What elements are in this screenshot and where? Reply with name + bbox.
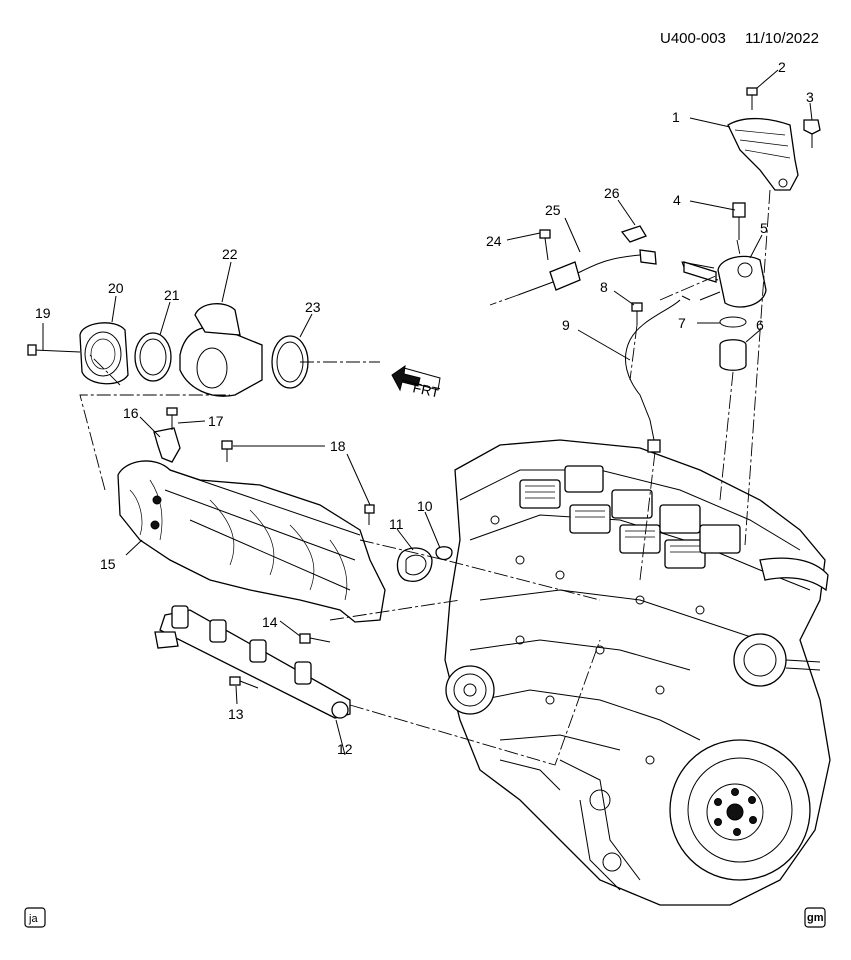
diagram-date: 11/10/2022 [745, 30, 819, 47]
callout-23: 23 [305, 299, 321, 315]
fuel-pump-shield [727, 117, 799, 191]
callout-24: 24 [486, 233, 502, 249]
callout-16: 16 [123, 405, 139, 421]
callout-2: 2 [778, 59, 786, 75]
gasket-11 [396, 547, 433, 582]
clip-26 [620, 225, 647, 243]
bolt-13 [229, 676, 259, 689]
throttle-body [179, 303, 263, 397]
callout-labels: 1 2 3 4 5 6 7 8 9 10 11 12 13 14 15 16 1… [35, 59, 814, 757]
bolt-17 [166, 407, 178, 430]
pump-follower [719, 339, 747, 371]
gm-logo: gm [804, 907, 826, 928]
ignition-coils [519, 465, 741, 569]
seal-10 [435, 546, 453, 561]
fuel-pump [681, 255, 767, 308]
callout-20: 20 [108, 280, 124, 296]
callout-14: 14 [262, 614, 278, 630]
bolt-3 [803, 119, 821, 148]
callout-12: 12 [337, 741, 353, 757]
callout-8: 8 [600, 279, 608, 295]
gasket-21 [134, 332, 172, 382]
callout-4: 4 [673, 192, 681, 208]
leader-lines [42, 69, 813, 756]
callout-5: 5 [760, 220, 768, 236]
ja-badge: ja [24, 907, 46, 928]
fuel-feed-pipe [625, 299, 681, 446]
fuel-rail [154, 605, 351, 719]
throttle-adapter [79, 322, 129, 385]
bolt-2 [746, 87, 758, 110]
diagram-code: U400-003 [660, 30, 726, 47]
crank-pulley [445, 665, 495, 715]
gm-logo-label: gm [807, 912, 824, 924]
pump-o-ring [719, 316, 747, 328]
callout-17: 17 [208, 413, 224, 429]
callout-22: 22 [222, 246, 238, 262]
bolt-14 [299, 633, 331, 644]
callout-15: 15 [100, 556, 116, 572]
callout-18: 18 [330, 438, 346, 454]
callout-21: 21 [164, 287, 180, 303]
front-direction-arrow: FRT [391, 364, 442, 401]
flywheel [669, 739, 811, 881]
callout-7: 7 [678, 315, 686, 331]
engine-assembly [444, 439, 831, 906]
callout-25: 25 [545, 202, 561, 218]
callout-13: 13 [228, 706, 244, 722]
stud-4 [732, 202, 746, 240]
direction-label: FRT [411, 379, 441, 400]
bolt-24 [539, 229, 551, 261]
bolt-8 [631, 302, 643, 325]
callout-26: 26 [604, 185, 620, 201]
callout-6: 6 [756, 317, 764, 333]
bolt-19 [27, 344, 81, 356]
ja-badge-label: ja [28, 913, 38, 925]
callout-1: 1 [672, 109, 680, 125]
callout-11: 11 [389, 516, 404, 532]
callout-19: 19 [35, 305, 51, 321]
intake-manifold [117, 460, 386, 623]
fuel-pipe-25 [517, 249, 657, 296]
bolt-18 [221, 440, 375, 525]
callout-3: 3 [806, 89, 814, 105]
callout-10: 10 [417, 498, 433, 514]
sensor-16 [153, 427, 181, 463]
callout-9: 9 [562, 317, 570, 333]
alignment-lines [79, 189, 771, 766]
